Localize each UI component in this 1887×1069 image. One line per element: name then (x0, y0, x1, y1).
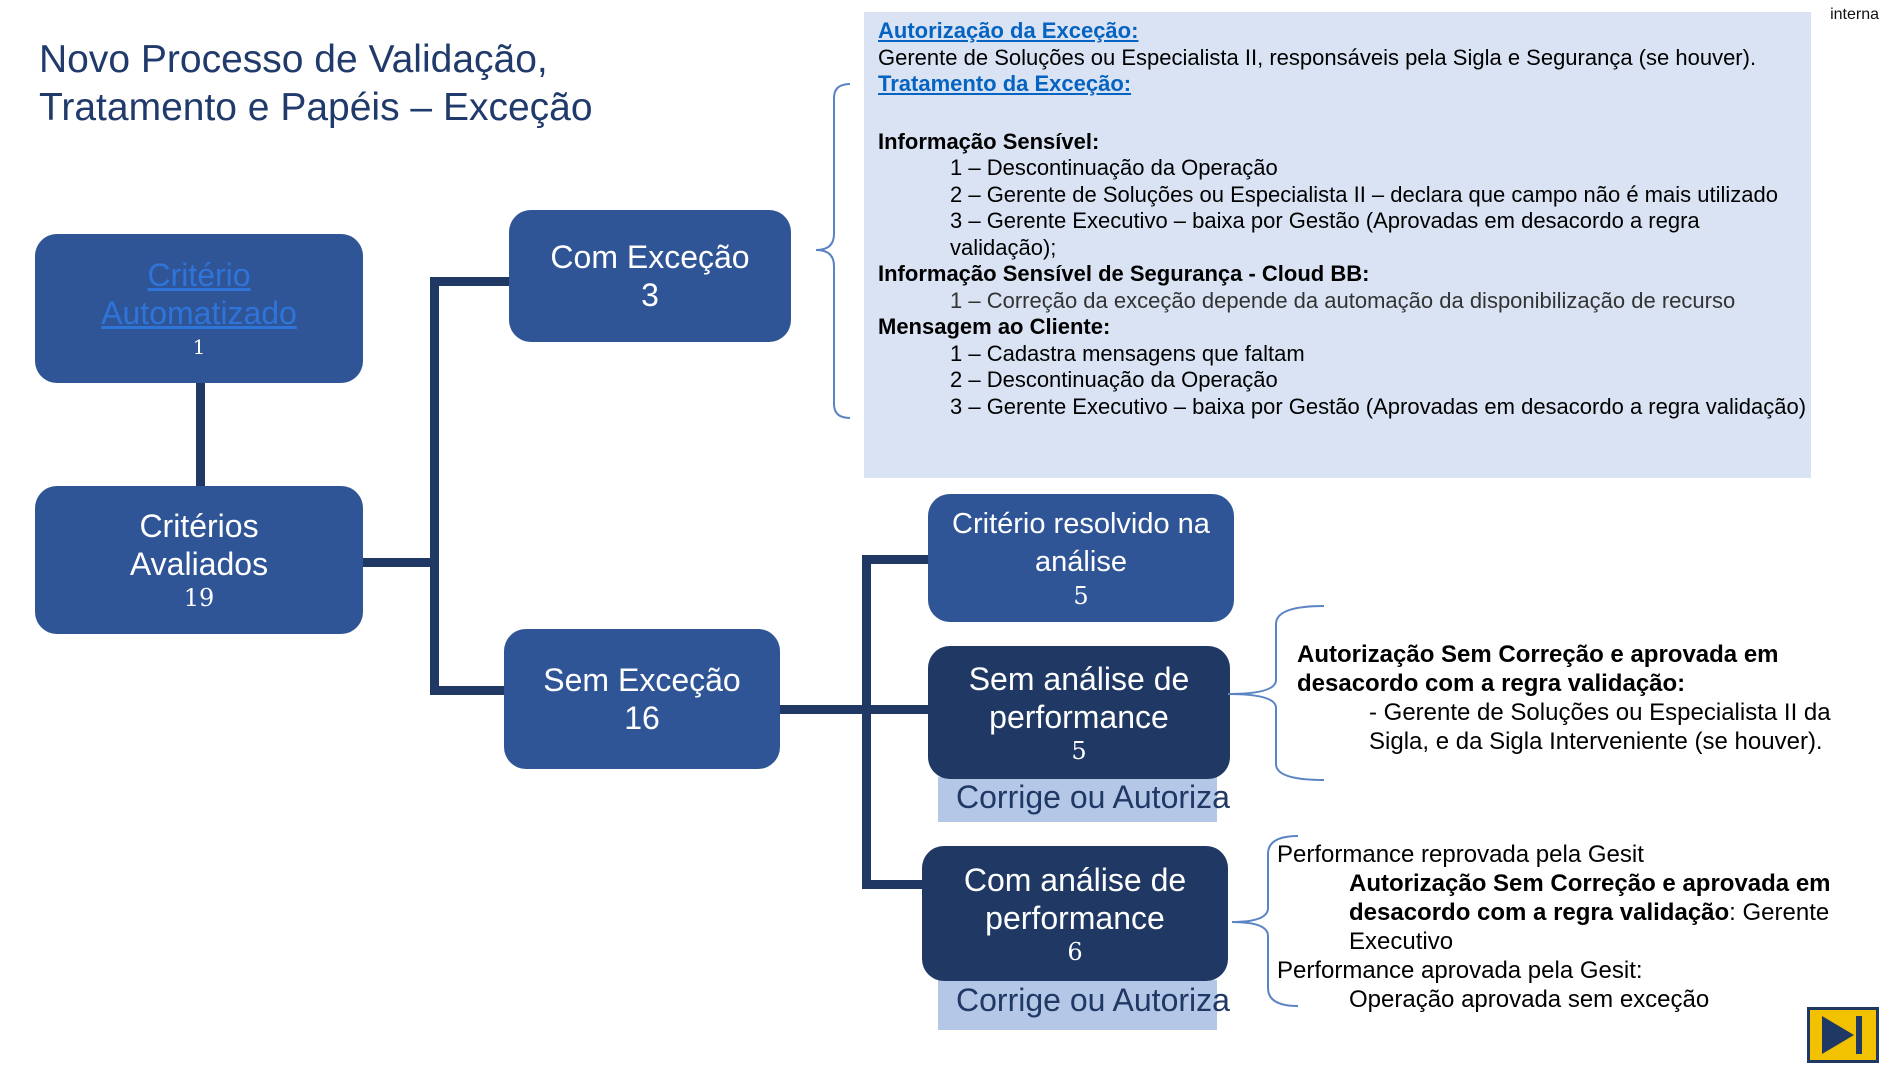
criterio-automatizado-link[interactable]: Critério Automatizado (101, 256, 297, 331)
com-analise-auth: Autorização Sem Correção e aprovada em d… (1277, 869, 1837, 956)
connector-to-resolvido (862, 555, 928, 564)
criterio-resolvido-label-1: Critério resolvido na (952, 508, 1210, 540)
criterios-avaliados-label-2: Avaliados (129, 546, 269, 582)
brace-sem-analise (1227, 605, 1325, 781)
com-analise-label-1: Com análise de (963, 861, 1187, 898)
mensagem-cliente-item-1: 1 – Cadastra mensagens que faltam (950, 340, 1305, 366)
com-analise-action-label: Corrige ou Autoriza (938, 980, 1230, 1030)
info-sensivel-item-3: 3 – Gerente Executivo – baixa por Gestão… (950, 208, 1700, 260)
sem-analise-label-2: performance (989, 698, 1169, 735)
criterios-avaliados-count: 19 (183, 584, 215, 612)
connector-branch-vertical (862, 555, 871, 889)
connector-automatizado-avaliados (196, 383, 205, 486)
connector-sem-excecao-out (780, 705, 928, 714)
title-line-2: Tratamento e Papéis – Exceção (39, 86, 593, 129)
auth-heading: Autorização da Exceção: (878, 18, 1139, 43)
exception-panel-text: Autorização da Exceção: Gerente de Soluç… (878, 18, 1808, 420)
brace-com-analise (1231, 835, 1299, 1007)
com-excecao-label: Com Exceção (550, 239, 750, 275)
criterio-automatizado-box: Critério Automatizado 1 (35, 234, 363, 383)
criterio-resolvido-count: 5 (1073, 582, 1089, 610)
com-excecao-box: Com Exceção 3 (509, 210, 791, 342)
next-slide-button[interactable] (1807, 1007, 1879, 1063)
com-analise-auth-rest: : Gerente Executivo (1349, 899, 1830, 955)
connector-trunk-vertical (430, 277, 439, 695)
performance-aprovada: Performance aprovada pela Gesit: (1277, 957, 1643, 984)
next-slide-icon (1822, 1016, 1862, 1054)
sem-analise-count: 5 (1071, 736, 1087, 765)
brace-com-excecao (815, 83, 851, 419)
sem-excecao-count: 16 (624, 700, 660, 736)
criterio-resolvido-label-2: análise (1035, 546, 1127, 578)
info-seguranca-heading: Informação Sensível de Segurança - Cloud… (878, 261, 1370, 286)
performance-reprovada: Performance reprovada pela Gesit (1277, 841, 1644, 868)
title-line-1: Novo Processo de Validação, (39, 38, 548, 81)
mensagem-cliente-item-2: 2 – Descontinuação da Operação (950, 367, 1278, 392)
info-sensivel-heading: Informação Sensível: (878, 128, 1100, 154)
sem-analise-note: Autorização Sem Correção e aprovada em d… (1297, 640, 1857, 756)
sem-analise-action-label: Corrige ou Autoriza (938, 777, 1230, 822)
info-sensivel-item-2: 2 – Gerente de Soluções ou Especialista … (950, 181, 1778, 207)
auth-text: Gerente de Soluções ou Especialista II, … (878, 44, 1757, 70)
criterio-automatizado-count: 1 (192, 334, 206, 359)
mensagem-cliente-heading: Mensagem ao Cliente: (878, 314, 1111, 339)
sem-analise-label-1: Sem análise de (968, 660, 1190, 697)
sem-excecao-label: Sem Exceção (543, 662, 741, 698)
criterios-avaliados-box: Critérios Avaliados 19 (35, 486, 363, 634)
performance-aprovada-text: Operação aprovada sem exceção (1349, 986, 1710, 1013)
com-excecao-count: 3 (641, 277, 659, 313)
sem-analise-note-text: - Gerente de Soluções ou Especialista II… (1369, 699, 1831, 755)
connector-to-com-analise (862, 880, 922, 889)
connector-avaliados-stem (362, 558, 435, 567)
com-analise-label-2: performance (985, 899, 1165, 936)
com-analise-auth-bold: Autorização Sem Correção e aprovada em d… (1349, 870, 1831, 926)
page-title: Novo Processo de Validação, Tratamento e… (39, 36, 593, 132)
sem-excecao-box: Sem Exceção 16 (504, 629, 780, 769)
sem-analise-box: Sem análise de performance 5 (928, 646, 1230, 779)
connector-to-com-excecao (430, 277, 509, 286)
sem-analise-note-heading: Autorização Sem Correção e aprovada em d… (1297, 641, 1779, 697)
classification-label: interna (1830, 6, 1879, 23)
treatment-heading: Tratamento da Exceção: (878, 71, 1132, 96)
com-analise-note: Performance reprovada pela Gesit Autoriz… (1277, 840, 1837, 1014)
connector-to-sem-excecao (430, 686, 504, 695)
com-analise-box: Com análise de performance 6 (922, 846, 1228, 981)
info-seguranca-item-1: 1 – Correção da exceção depende da autom… (950, 287, 1736, 313)
criterios-avaliados-label-1: Critérios (139, 508, 259, 544)
exception-panel (864, 12, 1811, 478)
com-analise-count: 6 (1067, 937, 1083, 966)
mensagem-cliente-item-3: 3 – Gerente Executivo – baixa por Gestão… (950, 393, 1807, 419)
info-sensivel-item-1: 1 – Descontinuação da Operação (950, 155, 1278, 180)
criterio-resolvido-box: Critério resolvido na análise 5 (928, 494, 1234, 622)
